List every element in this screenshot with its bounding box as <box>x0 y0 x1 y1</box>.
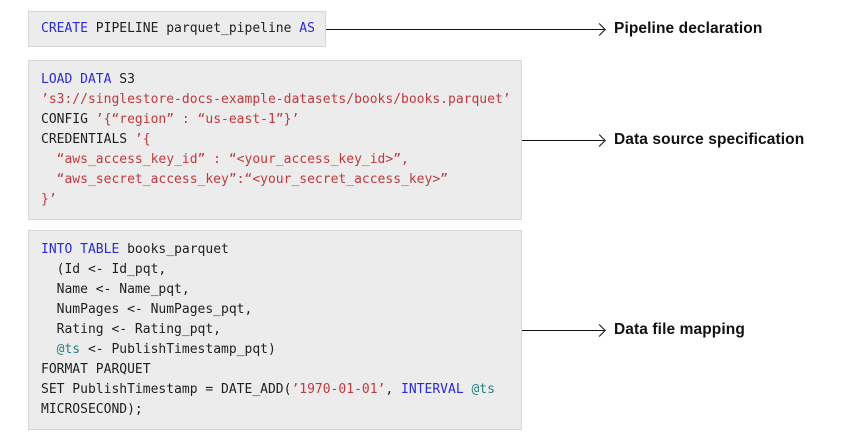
arrow-head-icon <box>593 323 606 337</box>
code-block-pipeline-declaration: CREATE PIPELINE parquet_pipeline AS <box>28 11 326 47</box>
code-token: Rating <- Rating_pqt, <box>41 322 222 337</box>
code-token: Name <- Name_pqt, <box>41 282 190 297</box>
code-line: “aws_secret_access_key”:“<your_secret_ac… <box>41 170 509 190</box>
code-block-data-source-specification: LOAD DATA S3 ’s3://singlestore-docs-examp… <box>28 60 522 220</box>
arrow-line <box>522 329 604 331</box>
diagram-row-pipeline-declaration: CREATE PIPELINE parquet_pipeline AS Pipe… <box>28 11 762 47</box>
code-line: FORMAT PARQUET <box>41 360 509 380</box>
code-token: NumPages <- NumPages_pqt, <box>41 302 253 317</box>
diagram-row-data-source-specification: LOAD DATA S3 ’s3://singlestore-docs-examp… <box>28 60 804 220</box>
code-line: SET PublishTimestamp = DATE_ADD(’1970-01… <box>41 380 509 400</box>
code-line: ’s3://singlestore-docs-example-datasets/… <box>41 90 511 110</box>
annotation-label-data-file-mapping: Data file mapping <box>614 321 745 338</box>
code-token: MICROSECOND); <box>41 402 143 417</box>
code-token: <- PublishTimestamp_pqt) <box>80 342 276 357</box>
code-line: MICROSECOND); <box>41 400 509 420</box>
code-token: ’s3://singlestore-docs-example-datasets/… <box>41 92 511 107</box>
code-token: }’ <box>41 192 57 207</box>
annotation-label-pipeline-declaration: Pipeline declaration <box>614 20 763 37</box>
code-token: ’{ <box>134 132 151 147</box>
arrow-line <box>326 28 604 30</box>
code-token: AS <box>299 21 315 36</box>
code-token: S3 <box>111 72 135 87</box>
code-token: CONFIG <box>41 112 96 127</box>
code-line: INTO TABLE books_parquet <box>41 240 509 260</box>
code-line: (Id <- Id_pqt, <box>41 260 509 280</box>
code-line: }’ <box>41 190 509 210</box>
annotation-label-data-source-specification: Data source specification <box>614 131 805 148</box>
annotation-arrow <box>522 133 606 147</box>
code-line: Name <- Name_pqt, <box>41 280 509 300</box>
code-token: ’1970-01-01’ <box>291 382 386 397</box>
code-line: CREATE PIPELINE parquet_pipeline AS <box>41 19 315 39</box>
code-token: @ts <box>56 342 81 357</box>
code-token: CREDENTIALS <box>41 132 135 147</box>
code-token: “aws_access_key_id” : “<your_access_key_… <box>41 152 409 167</box>
code-token: INTO TABLE <box>41 242 120 257</box>
diagram-row-data-file-mapping: INTO TABLE books_parquet (Id <- Id_pqt, … <box>28 230 745 430</box>
code-token: @ts <box>471 382 495 397</box>
code-token: PIPELINE parquet_pipeline <box>87 21 300 36</box>
code-token: LOAD DATA <box>41 72 112 87</box>
code-line: CONFIG ’{“region” : “us-east-1”}’ <box>41 110 509 130</box>
code-block-data-file-mapping: INTO TABLE books_parquet (Id <- Id_pqt, … <box>28 230 522 430</box>
code-line: CREDENTIALS ’{ <box>41 130 509 150</box>
code-line: @ts <- PublishTimestamp_pqt) <box>41 340 509 360</box>
code-token: books_parquet <box>119 242 229 257</box>
code-token: CREATE <box>41 21 88 36</box>
code-token <box>41 342 57 357</box>
arrow-line <box>522 139 604 141</box>
code-line: “aws_access_key_id” : “<your_access_key_… <box>41 150 509 170</box>
code-token: INTERVAL <box>401 382 464 397</box>
code-token: “aws_secret_access_key”:“<your_secret_ac… <box>41 172 448 187</box>
code-token: FORMAT PARQUET <box>41 362 151 377</box>
annotation-arrow <box>326 22 606 36</box>
arrow-head-icon <box>593 133 606 147</box>
arrow-head-icon <box>593 22 606 36</box>
code-token: (Id <- Id_pqt, <box>41 262 167 277</box>
code-line: LOAD DATA S3 <box>41 70 509 90</box>
code-token: , <box>385 382 402 397</box>
code-line: NumPages <- NumPages_pqt, <box>41 300 509 320</box>
annotation-arrow <box>522 323 606 337</box>
code-token: SET PublishTimestamp = DATE_ADD( <box>41 382 292 397</box>
code-line: Rating <- Rating_pqt, <box>41 320 509 340</box>
code-token: ’{“region” : “us-east-1”}’ <box>95 112 300 127</box>
